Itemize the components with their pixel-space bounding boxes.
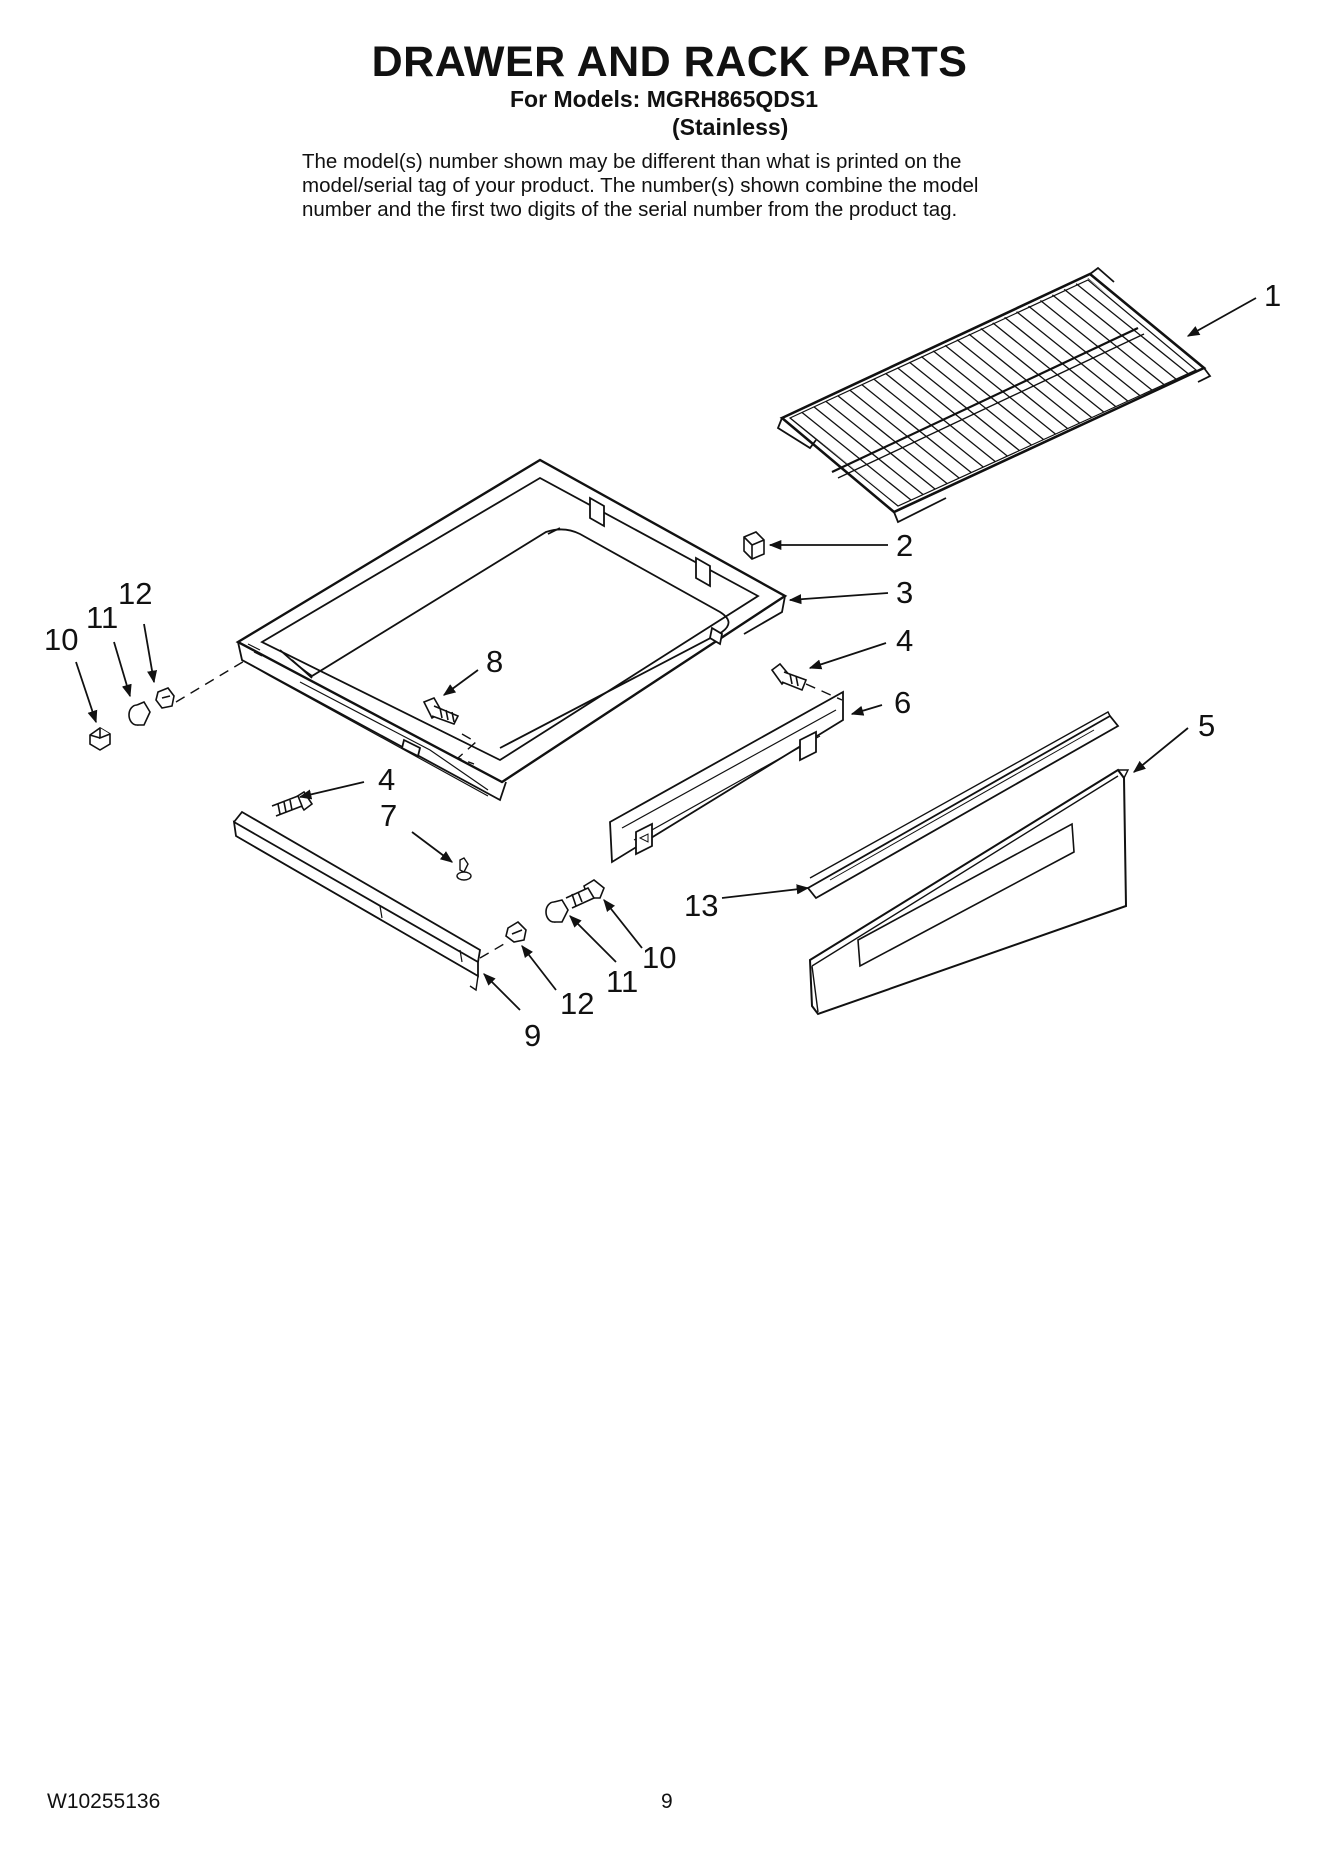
leader-lines [75,297,1257,1011]
shoulder-screw [770,662,808,692]
callout-label: 10 [642,940,676,975]
callout-label: 13 [684,888,718,923]
oven-rack [776,266,1212,524]
page-title: DRAWER AND RACK PARTS [371,38,968,86]
document-number: W10255136 [47,1790,161,1813]
screw-hex-head [89,727,111,751]
callout-label: 6 [894,685,911,720]
shoulder-screw [565,879,605,909]
callout-label: 8 [486,644,503,679]
description-line: model/serial tag of your product. The nu… [302,174,979,197]
drawer-slide-left [232,810,481,992]
shoulder-screw [422,696,460,725]
callout-label: 4 [378,762,395,797]
callout-label: 1 [1264,278,1281,313]
description-line: number and the first two digits of the s… [302,198,958,221]
small-screw [456,857,472,881]
spacer-bushing [545,899,569,923]
callout-label: 3 [896,575,913,610]
models-line: For Models: MGRH865QDS1 [510,86,818,112]
callout-label: 4 [896,623,913,658]
callout-numbers: 1 2 3 4 4 5 6 7 8 9 10 10 11 11 12 12 13 [44,278,1281,1053]
model-description: The model(s) number shown may be differe… [302,150,1122,222]
rack-bars [790,278,1196,505]
callout-label: 5 [1198,708,1215,743]
drawer-pan [235,458,788,802]
finish-line: (Stainless) [672,114,789,140]
callout-label: 12 [118,576,152,611]
spacer-bushing [128,700,151,726]
callout-label: 12 [560,986,594,1021]
hex-nut [505,920,527,943]
drawer-slide-right [609,690,844,864]
hex-nut [155,687,175,709]
page-number: 9 [661,1790,673,1813]
glide-block [743,531,765,560]
callout-label: 7 [380,798,397,833]
drawer-trim-strip [806,711,1120,900]
callout-label: 11 [606,964,638,999]
callout-label: 9 [524,1018,541,1053]
callout-label: 2 [896,528,913,563]
drawer-front [808,768,1130,1016]
description-line: The model(s) number shown may be differe… [302,150,962,173]
callout-label: 11 [86,600,118,635]
assembly-lines [175,659,843,959]
callout-label: 10 [44,622,78,657]
